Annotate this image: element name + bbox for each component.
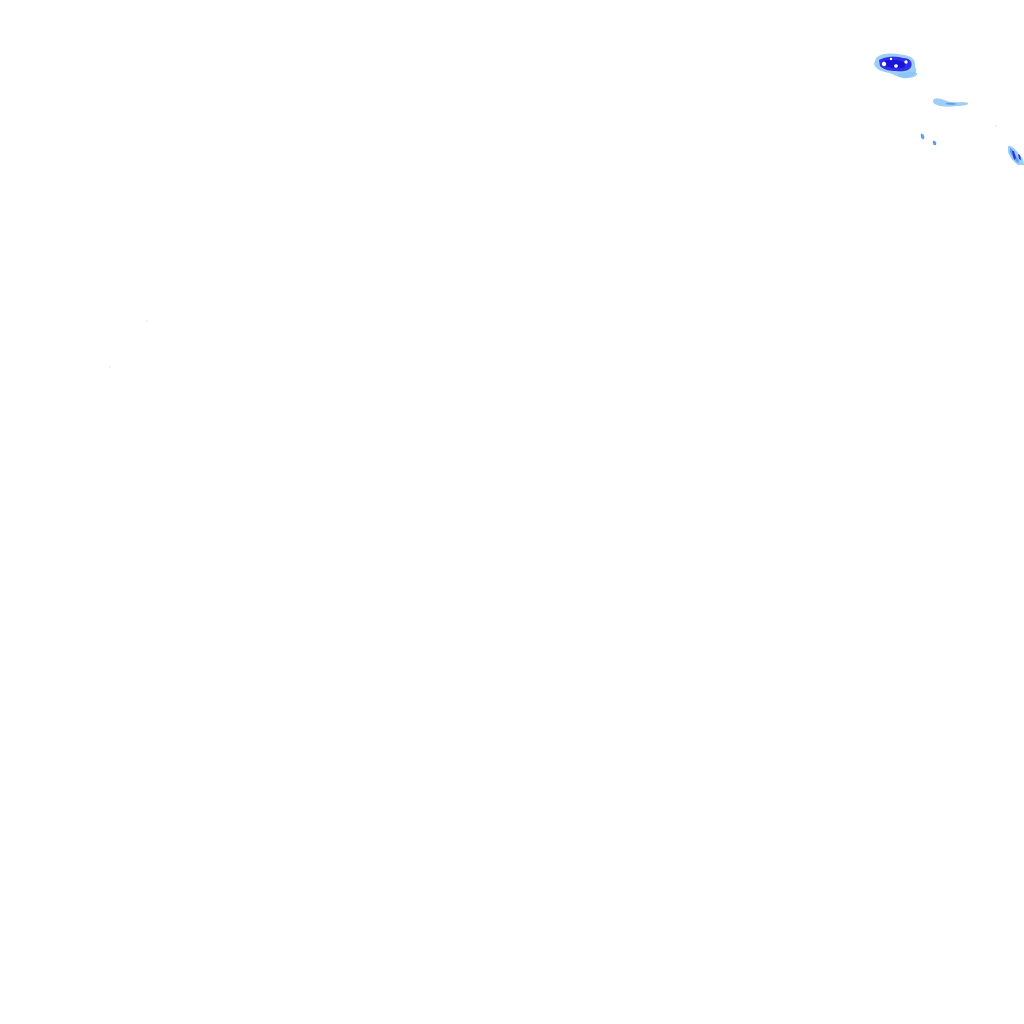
echo-cell-a [874,53,918,79]
stray-speck-1 [146,320,148,322]
stray-speck-3 [995,125,997,127]
echo-cell-b [933,98,969,107]
echo-cell-d [1008,145,1024,165]
echo-cell-c [920,133,937,146]
stray-speck-2 [109,366,111,368]
